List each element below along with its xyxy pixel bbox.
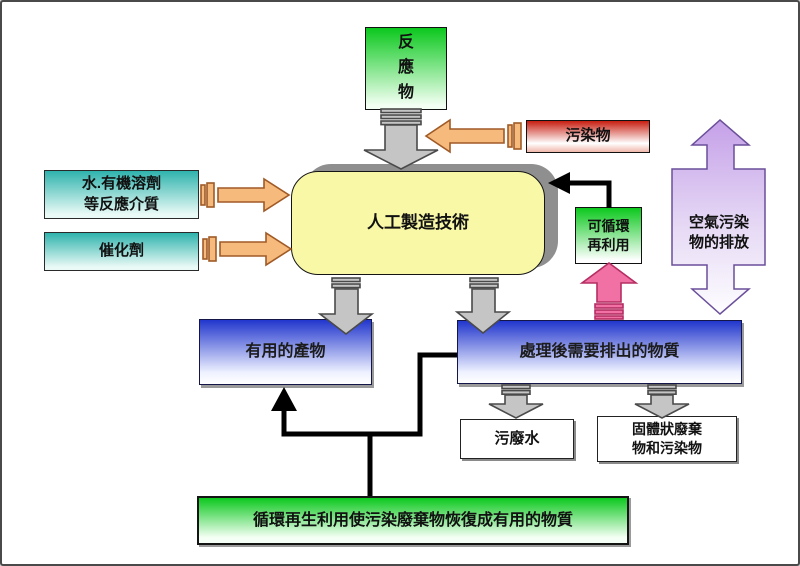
node-recyclable: 可循環 再利用: [575, 207, 642, 264]
node-manufacturing-technology: 人工製造技術: [291, 171, 545, 275]
node-discharge-substances: 處理後需要排出的物質: [457, 320, 742, 384]
node-pollutants: 污染物: [526, 120, 650, 153]
node-catalyst: 催化劑: [44, 232, 199, 271]
pink-arrow-discharge-to-recyclable-icon: [579, 262, 639, 320]
orange-arrow-medium-to-core-icon: [200, 177, 291, 213]
node-recycle-note: 循環再生利用使污染廢棄物恢復成有用的物質: [197, 496, 629, 545]
gray-arrow-reactants-to-core-icon: [363, 108, 439, 170]
node-reaction-medium: 水.有機溶劑 等反應介質: [44, 170, 199, 219]
node-useful-products: 有用的產物: [199, 319, 372, 385]
node-solid-waste: 固體狀廢棄 物和污染物: [597, 416, 737, 462]
gray-arrow-discharge-to-wastewater-icon: [488, 384, 544, 419]
gray-arrow-discharge-to-solid-icon: [634, 384, 690, 419]
node-air-pollutant-emission: 空氣污染 物的排放: [688, 213, 749, 251]
orange-arrow-pollutants-to-core-icon: [424, 118, 522, 154]
node-reactants: 反 應 物: [365, 27, 447, 110]
orange-arrow-catalyst-to-core-icon: [202, 231, 293, 267]
node-wastewater: 污廢水: [460, 419, 574, 459]
